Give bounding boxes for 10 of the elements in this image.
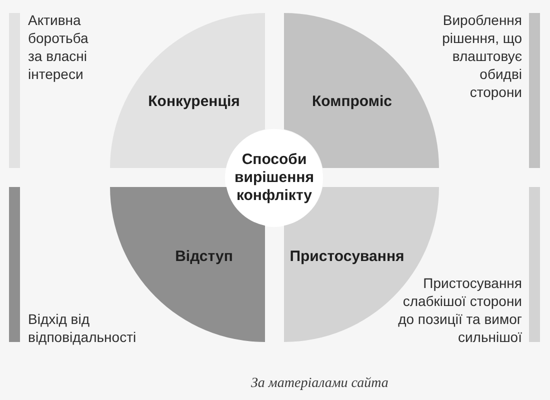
center-title: Способи вирішення конфлікту — [234, 150, 314, 204]
description-text: Відхід від відповідальності — [28, 310, 138, 346]
sector-label: Відступ — [175, 248, 233, 266]
description-text: Активна боротьба за власні інтереси — [28, 11, 90, 83]
sector-label: Компроміс — [312, 93, 392, 111]
description-text: Вироблення рішення, що влаштовує обидві сторони — [441, 11, 522, 101]
sector-label: Конкуренція — [148, 93, 240, 111]
description-text: Пристосування слабкішої сторони до позиції та вимог сильнішої — [397, 274, 522, 346]
caption-text: За матеріалами сайта — [251, 376, 388, 392]
sector-label: Пристосування — [290, 248, 404, 266]
